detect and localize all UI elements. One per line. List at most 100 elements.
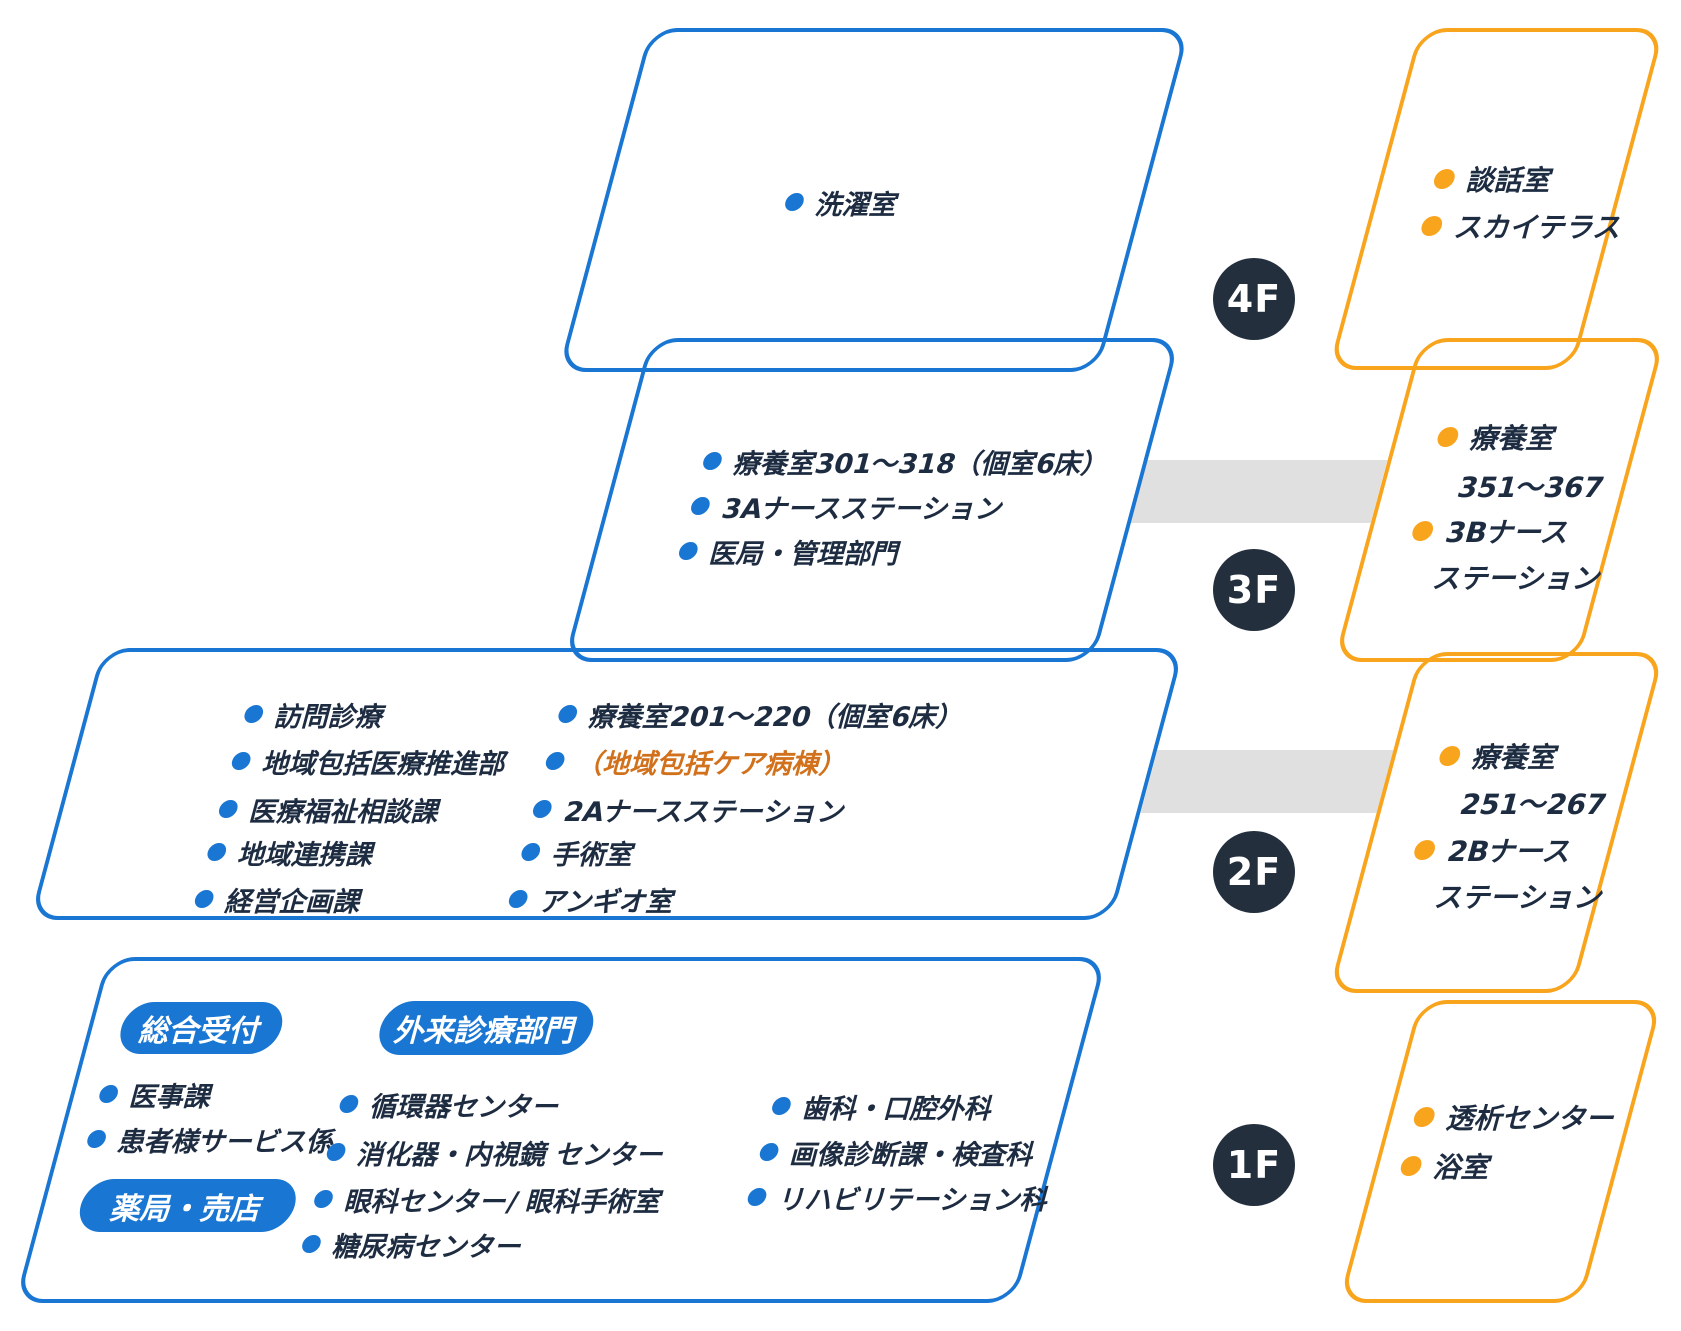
list-item: 地域連携課	[203, 834, 380, 871]
bullet-icon	[783, 193, 806, 211]
list-item-label: 訪問診療	[271, 701, 389, 733]
panel-4f-annex: 談話室 スカイテラス	[1328, 28, 1665, 370]
panel-2f-annex: 療養室 251〜267 2Bナース ステーション	[1328, 652, 1665, 993]
list-item-label: 医療福祉相談課	[246, 796, 444, 828]
list-item: 糖尿病センター	[298, 1226, 529, 1263]
list-item: 3Aナースステーション	[687, 488, 1009, 525]
bullet-icon	[1431, 169, 1458, 189]
list-item-label: 3Bナース	[1441, 516, 1575, 549]
list-item: （地域包括ケア病棟）	[541, 743, 853, 780]
panel-3f-annex: 療養室 351〜367 3Bナース ステーション	[1333, 338, 1666, 662]
list-item-label: 談話室	[1463, 164, 1557, 197]
bullet-icon	[1419, 216, 1445, 236]
list-item: 251〜267	[1422, 785, 1611, 821]
bullet-icon	[242, 705, 266, 723]
list-item-label: 画像診断課・検査科	[787, 1139, 1039, 1171]
bullet-icon	[676, 542, 700, 560]
bullet-icon	[216, 800, 240, 818]
bullet-icon	[1411, 840, 1438, 860]
list-item-label: アンギオ室	[536, 886, 679, 918]
list-item: 循環器センター	[335, 1086, 566, 1123]
floor-badge-4f: 4F	[1213, 258, 1295, 340]
panel-1f-annex: 透析センター 浴室	[1338, 1000, 1663, 1303]
list-item-label: 糖尿病センター	[329, 1231, 527, 1263]
panel-2f-main: 訪問診療 地域包括医療推進部 医療福祉相談課 地域連携課 経営企画課 療養室20…	[29, 648, 1185, 920]
list-item: ステーション	[1396, 559, 1607, 595]
list-item: 透析センター	[1409, 1099, 1621, 1135]
list-item-label: 地域包括医療推進部	[259, 748, 511, 780]
list-item-label: スカイテラス	[1450, 211, 1627, 244]
bullet-icon	[324, 1143, 348, 1161]
list-item-label: 循環器センター	[367, 1091, 565, 1123]
list-item: 医局・管理部門	[675, 533, 906, 570]
list-item-label: 消化器・内視鏡 センター	[354, 1139, 669, 1171]
section-pill-pharmacy: 薬局・売店	[73, 1179, 302, 1232]
list-item-label: 2Bナース	[1443, 835, 1577, 868]
list-item-label: 医事課	[126, 1081, 216, 1113]
list-item: 2Aナースステーション	[528, 791, 850, 828]
list-item: 2Bナース	[1410, 832, 1577, 868]
floor-badge-3f: 3F	[1213, 549, 1295, 631]
bullet-icon	[757, 1143, 781, 1161]
list-item: 療養室	[1433, 419, 1561, 455]
bullet-icon	[1435, 427, 1461, 447]
list-item: 患者様サービス係	[83, 1121, 341, 1158]
list-item: アンギオ室	[504, 881, 680, 918]
bullet-icon	[688, 497, 712, 515]
bullet-icon	[506, 890, 530, 908]
bullet-icon	[556, 705, 580, 723]
bullet-icon	[192, 890, 216, 908]
list-item-label: 地域連携課	[234, 839, 379, 871]
list-item-label: 251〜267	[1456, 788, 1611, 821]
bullet-icon	[97, 1085, 121, 1103]
list-item-label: リハビリテーション科	[775, 1184, 1053, 1216]
list-item: 眼科センター/ 眼科手術室	[310, 1181, 668, 1218]
panel-3f-main: 療養室301〜318（個室6床） 3Aナースステーション 医局・管理部門	[563, 338, 1181, 662]
bullet-icon	[300, 1235, 323, 1253]
list-item-label: ステーション	[1429, 562, 1606, 595]
bullet-icon	[85, 1130, 108, 1148]
list-item-label: 経営企画課	[222, 886, 366, 918]
bullet-icon	[205, 843, 229, 861]
list-item: 療養室201〜220（個室6床）	[554, 696, 970, 733]
list-item-label: 3Aナースステーション	[718, 493, 1008, 525]
list-item: 洗濯室	[781, 184, 904, 221]
list-item: 351〜367	[1420, 468, 1609, 504]
list-item-label: 療養室301〜318（個室6床）	[730, 448, 1114, 480]
list-item-label: ステーション	[1431, 881, 1608, 914]
list-item: 談話室	[1430, 161, 1558, 197]
list-item: 医療福祉相談課	[214, 791, 445, 828]
list-item: 歯科・口腔外科	[768, 1088, 999, 1125]
list-item: 画像診断課・検査科	[755, 1134, 1040, 1171]
bullet-icon	[519, 843, 543, 861]
bullet-icon	[543, 752, 567, 770]
list-item: リハビリテーション科	[743, 1179, 1054, 1216]
list-item-label: 歯科・口腔外科	[799, 1093, 997, 1125]
list-item: 療養室301〜318（個室6床）	[699, 443, 1115, 480]
bullet-icon	[1437, 746, 1463, 766]
list-item-label: 患者様サービス係	[114, 1126, 339, 1158]
list-item-label: 351〜367	[1453, 471, 1608, 504]
list-item: 浴室	[1396, 1148, 1496, 1184]
bullet-icon	[530, 800, 554, 818]
bullet-icon	[229, 752, 253, 770]
list-item: 医事課	[95, 1076, 218, 1113]
list-item-label: 洗濯室	[812, 189, 902, 221]
list-item-label: 医局・管理部門	[706, 538, 904, 570]
list-item: 手術室	[517, 834, 640, 871]
list-item-label-accent: （地域包括ケア病棟）	[573, 748, 852, 780]
connector-band-2f	[1140, 750, 1394, 813]
section-pill-reception: 総合受付	[114, 1002, 289, 1054]
list-item: 療養室	[1435, 738, 1563, 774]
bullet-icon	[1398, 1156, 1424, 1176]
list-item: スカイテラス	[1417, 208, 1628, 244]
list-item: 経営企画課	[190, 881, 367, 918]
panel-1f-main: 総合受付 外来診療部門 薬局・売店 医事課 患者様サービス係 循環器センター 消…	[14, 957, 1108, 1303]
section-pill-outpatient: 外来診療部門	[373, 1001, 600, 1055]
bullet-icon	[312, 1190, 335, 1208]
list-item: ステーション	[1397, 878, 1608, 914]
list-item: 地域包括医療推進部	[227, 743, 512, 780]
list-item-label: 手術室	[548, 839, 639, 871]
list-item-label: 2Aナースステーション	[560, 796, 850, 828]
